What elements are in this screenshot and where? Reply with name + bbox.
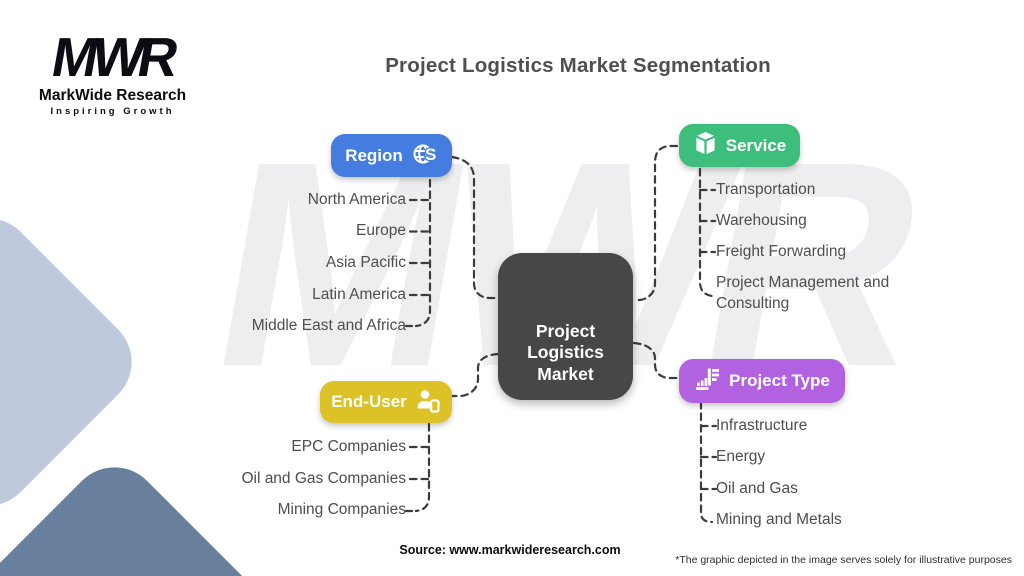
page-title: Project Logistics Market Segmentation xyxy=(385,54,771,77)
connector-region-to-center xyxy=(450,155,500,300)
list-item-project-type: Mining and Metals xyxy=(716,511,842,528)
connector-service-to-center xyxy=(632,144,679,302)
connector-projecttype-spine xyxy=(699,400,714,524)
connector-enduser-spine xyxy=(414,422,431,513)
list-item-region: Asia Pacific xyxy=(325,254,406,271)
branch-label-service: Service xyxy=(725,135,787,155)
list-item-region: Middle East and Africa xyxy=(251,317,406,334)
svg-text:S: S xyxy=(425,145,436,164)
cube-icon xyxy=(693,131,718,161)
disclaimer-note: *The graphic depicted in the image serve… xyxy=(675,554,1012,566)
list-item-service: Freight Forwarding xyxy=(716,243,847,260)
markwide-logo: MWR MarkWide Research Inspiring Growth xyxy=(30,26,195,117)
branch-label-project-type: Project Type xyxy=(729,371,830,390)
connector-projecttype-stubs xyxy=(699,424,718,491)
source-attribution: Source: www.markwideresearch.com xyxy=(399,543,621,557)
branch-node-region: Region S xyxy=(331,134,452,177)
list-item-project-type: Infrastructure xyxy=(716,417,808,434)
list-item-service: Project Management and Consulting xyxy=(716,274,890,312)
list-item-end-user: Mining Companies xyxy=(277,501,406,518)
list-item-project-type: Oil and Gas xyxy=(716,480,798,497)
connector-region-spine xyxy=(414,178,432,328)
list-item-service: Warehousing xyxy=(716,212,807,229)
connector-service-spine xyxy=(698,167,714,298)
branch-node-project-type: Project Type xyxy=(679,359,845,403)
list-item-region: Latin America xyxy=(312,286,406,303)
logo-acronym: MWR xyxy=(47,26,178,88)
globe-currency-icon: S xyxy=(411,140,438,172)
list-item-region: North America xyxy=(307,191,406,208)
connector-enduser-stubs xyxy=(404,445,431,513)
branch-label-region: Region xyxy=(345,145,403,165)
connector-enduser-to-center xyxy=(450,352,500,398)
list-item-end-user: EPC Companies xyxy=(291,438,406,455)
list-item-region: Europe xyxy=(356,222,406,239)
list-item-service: Transportation xyxy=(716,181,816,198)
logo-tagline: Inspiring Growth xyxy=(50,106,175,117)
central-node: Project Logistics Market xyxy=(498,253,633,400)
user-device-icon xyxy=(415,387,441,418)
branch-node-end-user: End-User xyxy=(320,381,452,423)
construction-icon xyxy=(694,366,721,397)
logo-name: MarkWide Research xyxy=(38,87,187,104)
list-item-end-user: Oil and Gas Companies xyxy=(241,470,406,487)
branch-node-service: Service xyxy=(679,124,800,167)
branch-label-end-user: End-User xyxy=(331,392,407,411)
list-item-project-type: Energy xyxy=(716,448,766,465)
connector-projecttype-to-center xyxy=(632,341,679,380)
connector-region-stubs xyxy=(404,198,432,328)
connector-service-stubs xyxy=(698,188,717,254)
